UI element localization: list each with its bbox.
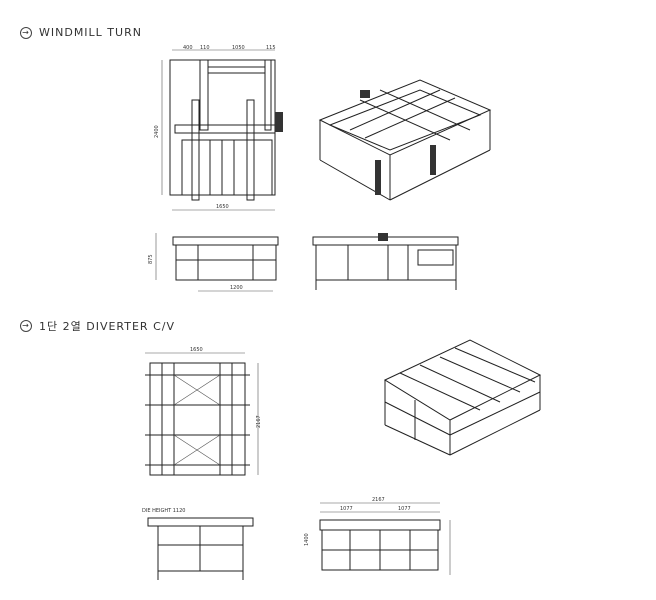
arrow-right-circle-icon: → bbox=[20, 320, 32, 332]
dimension-label: 1050 bbox=[232, 45, 245, 51]
section-title: WINDMILL TURN bbox=[39, 26, 142, 39]
diverter-isometric-drawing bbox=[383, 339, 542, 456]
dimension-label: 2167 bbox=[372, 497, 385, 503]
dimension-label: 110 bbox=[200, 45, 210, 51]
windmill-top-view-drawing: 400 110 1050 115 2400 1650 bbox=[154, 45, 283, 211]
diverter-side-view-drawing: 2167 1077 1077 1400 bbox=[304, 497, 451, 575]
windmill-isometric-drawing bbox=[318, 79, 492, 201]
section-heading-windmill-turn: → WINDMILL TURN bbox=[20, 26, 142, 39]
dimension-label: DIE HEIGHT 1120 bbox=[142, 508, 185, 514]
dimension-label: 1200 bbox=[230, 285, 243, 291]
dimension-label: 1650 bbox=[216, 204, 229, 210]
dimension-label: 2167 bbox=[256, 415, 262, 428]
diverter-front-view-drawing: DIE HEIGHT 1120 bbox=[142, 508, 254, 580]
diverter-top-view-drawing: 1650 2167 bbox=[145, 347, 262, 476]
windmill-front-view-drawing: 875 1200 bbox=[148, 233, 279, 292]
dimension-label: 1077 bbox=[340, 506, 353, 512]
dimension-label: 115 bbox=[266, 45, 276, 51]
section-title: 1단 2열 DIVERTER C/V bbox=[39, 320, 175, 333]
dimension-label: 2400 bbox=[154, 125, 160, 138]
dimension-label: 400 bbox=[183, 45, 193, 51]
arrow-right-circle-icon: → bbox=[20, 26, 32, 39]
section-heading-diverter-cv: → 1단 2열 DIVERTER C/V bbox=[20, 318, 175, 334]
dimension-label: 1077 bbox=[398, 506, 411, 512]
windmill-side-view-drawing bbox=[312, 233, 459, 290]
dimension-label: 1650 bbox=[190, 347, 203, 353]
dimension-label: 875 bbox=[148, 254, 154, 264]
dimension-label: 1400 bbox=[304, 533, 310, 546]
